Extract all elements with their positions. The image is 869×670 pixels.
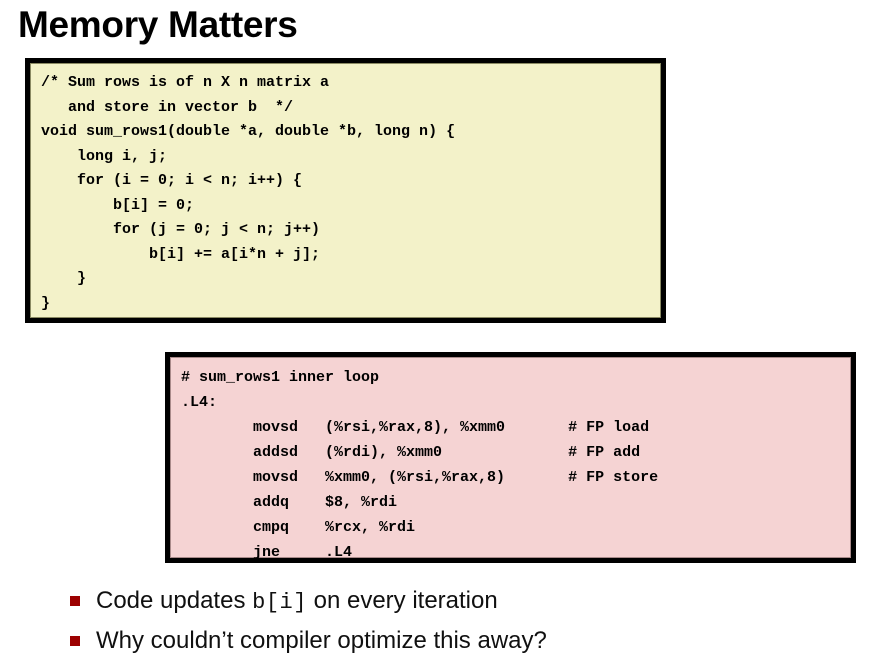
- page-title: Memory Matters: [18, 4, 298, 45]
- list-item-text-pre: Code updates: [96, 587, 253, 614]
- list-item-text: Code updates b[i] on every iteration: [96, 585, 498, 619]
- c-source-code-inner: /* Sum rows is of n X n matrix a and sto…: [30, 63, 661, 318]
- assembly-code-text: # sum_rows1 inner loop .L4: movsd (%rsi,…: [181, 369, 659, 561]
- square-bullet-icon: [70, 636, 80, 646]
- square-bullet-icon: [70, 596, 80, 606]
- bullet-list: Code updates b[i] on every iteration Why…: [70, 585, 850, 665]
- list-item-text-pre: Why couldn’t compiler optimize this away…: [96, 627, 547, 654]
- list-item-text-post: on every iteration: [306, 587, 498, 614]
- c-source-code-block: /* Sum rows is of n X n matrix a and sto…: [25, 58, 666, 323]
- assembly-code-inner: # sum_rows1 inner loop .L4: movsd (%rsi,…: [170, 357, 851, 561]
- list-item: Why couldn’t compiler optimize this away…: [70, 625, 850, 659]
- list-item-text: Why couldn’t compiler optimize this away…: [96, 625, 547, 659]
- list-item-code-token: b[i]: [252, 590, 307, 615]
- assembly-code-block: # sum_rows1 inner loop .L4: movsd (%rsi,…: [165, 352, 856, 563]
- c-source-code-text: /* Sum rows is of n X n matrix a and sto…: [41, 74, 456, 312]
- list-item: Code updates b[i] on every iteration: [70, 585, 850, 619]
